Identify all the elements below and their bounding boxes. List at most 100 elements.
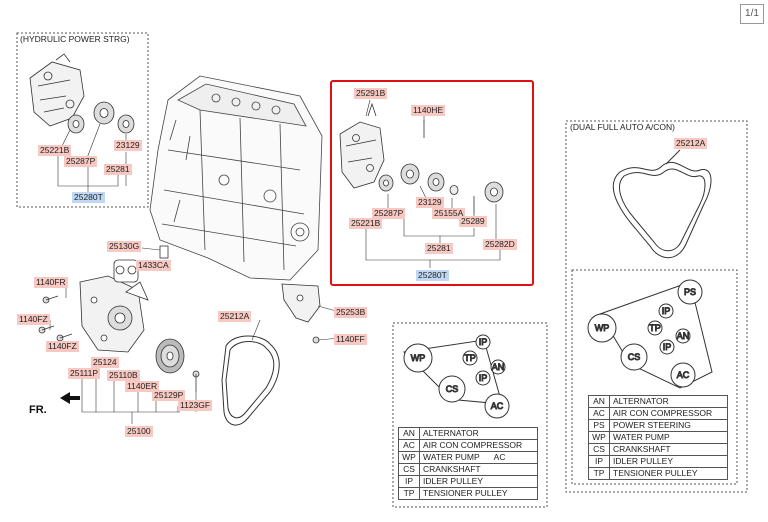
water-pump-drawing <box>79 245 169 353</box>
part-label-25291B[interactable]: 25291B <box>354 88 388 99</box>
part-label-1140FR[interactable]: 1140FR <box>34 277 68 288</box>
hydraulic-section-title: (HYDRULIC POWER STRG) <box>20 34 130 44</box>
bracket-25253B-drawing <box>281 283 321 323</box>
drive-belt-drawing <box>221 335 280 426</box>
part-label-25289[interactable]: 25289 <box>459 216 487 227</box>
part-label-25281-hyd[interactable]: 25281 <box>104 164 132 175</box>
pulley-cs-right: CS <box>628 352 641 362</box>
legend-abbr: AN <box>588 395 610 408</box>
legend-abbr: CS <box>588 443 610 456</box>
legend-desc: IDLER PULLEY <box>609 455 728 468</box>
middle-pulley-layout: WP TP IP AN IP CS AC <box>402 334 510 419</box>
part-label-25111P[interactable]: 25111P <box>68 368 101 379</box>
callout-pulleys <box>378 163 504 214</box>
pulley-an-mid: AN <box>492 362 505 372</box>
part-label-25280T-hyd[interactable]: 25280T <box>72 192 105 203</box>
legend-desc: CRANKSHAFT <box>609 443 728 456</box>
pulley-ip-mid-b: IP <box>479 373 488 383</box>
legend-abbr: TP <box>398 487 420 500</box>
part-label-1140FF[interactable]: 1140FF <box>334 334 367 345</box>
part-label-25282D[interactable]: 25282D <box>483 239 517 250</box>
part-label-23129-hyd[interactable]: 23129 <box>114 140 142 151</box>
part-label-25221B-callout[interactable]: 25221B <box>349 218 383 229</box>
part-label-25130G[interactable]: 25130G <box>107 241 142 252</box>
callout-bracket-drawing <box>339 102 425 189</box>
part-label-1123GF[interactable]: 1123GF <box>178 400 213 411</box>
crank-pulley-drawing <box>155 338 185 374</box>
callout-box <box>330 80 534 286</box>
engine-block-drawing <box>149 75 323 281</box>
legend-desc: AIR CON COMPRESSOR <box>609 407 728 420</box>
pulley-ac-right: AC <box>677 370 690 380</box>
part-label-25253B[interactable]: 25253B <box>334 307 368 318</box>
dual-inner-box <box>571 269 738 485</box>
part-label-25129P[interactable]: 25129P <box>152 390 186 401</box>
legend-desc: IDLER PULLEY <box>419 475 538 488</box>
part-label-25212A-dual[interactable]: 25212A <box>674 138 708 149</box>
pulley-ip-mid-a: IP <box>479 337 488 347</box>
legend-desc: POWER STEERING <box>609 419 728 432</box>
dual-belt-drawing <box>612 149 712 259</box>
legend-desc-text: WATER PUMP <box>423 452 480 462</box>
legend-abbr: IP <box>398 475 420 488</box>
part-label-25212A-engine[interactable]: 25212A <box>218 311 252 322</box>
part-label-25155A[interactable]: 25155A <box>432 208 466 219</box>
fr-arrow-icon <box>60 392 80 404</box>
legend-desc: WATER PUMP AC <box>419 451 538 464</box>
legend-abbr: AC <box>588 407 610 420</box>
part-label-1140HE[interactable]: 1140HE <box>411 105 446 116</box>
small-bolts <box>38 295 320 392</box>
legend-abbr: IP <box>588 455 610 468</box>
part-label-1433CA[interactable]: 1433CA <box>136 260 171 271</box>
part-label-25287P-callout[interactable]: 25287P <box>372 208 406 219</box>
page-indicator: 1/1 <box>740 4 764 24</box>
hydraulic-section-box <box>16 32 149 208</box>
legend-desc: CRANKSHAFT <box>419 463 538 476</box>
pulley-ip-right-a: IP <box>662 306 671 316</box>
dual-section-title: (DUAL FULL AUTO A/CON) <box>570 122 676 132</box>
belt-layout-box <box>392 322 548 508</box>
part-label-25221B-hyd[interactable]: 25221B <box>38 145 72 156</box>
part-label-25124[interactable]: 25124 <box>91 357 119 368</box>
legend-abbr: TP <box>588 467 610 480</box>
legend-desc: WATER PUMP <box>609 431 728 444</box>
part-label-25287P-hyd[interactable]: 25287P <box>64 156 98 167</box>
pulley-ip-right-b: IP <box>663 342 672 352</box>
part-label-25110B[interactable]: 25110B <box>107 370 140 381</box>
dual-pulley-layout: PS IP WP TP AN IP CS AC <box>587 279 713 389</box>
part-label-25100[interactable]: 25100 <box>125 426 153 437</box>
front-direction-label: FR. <box>29 404 47 416</box>
hydraulic-bracket-drawing <box>29 53 85 127</box>
legend-extra-text: AC <box>493 452 506 462</box>
hydraulic-pulleys <box>67 101 135 134</box>
pulley-ps-right: PS <box>684 287 696 297</box>
pulley-cs-mid: CS <box>446 384 459 394</box>
legend-abbr: AC <box>398 439 420 452</box>
pulley-wp-right: WP <box>595 323 610 333</box>
part-label-1140FZ-b[interactable]: 1140FZ <box>46 341 79 352</box>
pulley-ac-mid: AC <box>491 401 504 411</box>
callout-leader-lines <box>365 99 501 268</box>
part-label-23129-callout[interactable]: 23129 <box>416 197 444 208</box>
part-label-25281-callout[interactable]: 25281 <box>425 243 453 254</box>
part-label-1140FZ-a[interactable]: 1140FZ <box>17 314 50 325</box>
legend-desc: AIR CON COMPRESSOR <box>419 439 538 452</box>
pulley-tp-mid: TP <box>464 353 476 363</box>
part-label-1140ER[interactable]: 1140ER <box>125 381 160 392</box>
pulley-wp-mid: WP <box>411 353 426 363</box>
part-label-25280T-callout[interactable]: 25280T <box>416 270 449 281</box>
